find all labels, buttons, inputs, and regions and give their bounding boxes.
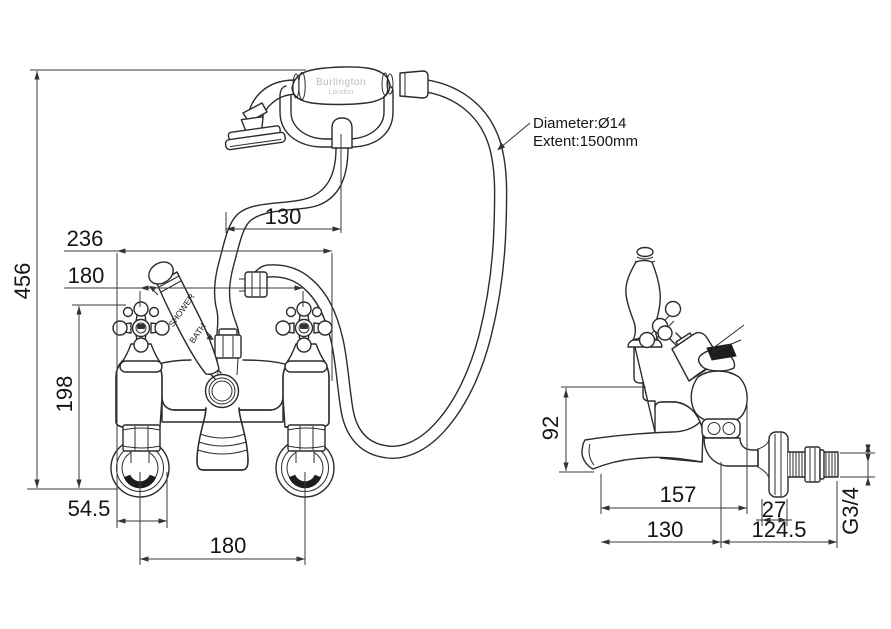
handle-skirt-right <box>284 343 328 373</box>
wall-flange-side <box>757 431 789 498</box>
dim-spout-reach: 157 <box>600 398 748 514</box>
dim-text-157: 157 <box>660 482 697 507</box>
hose-note-diameter: Diameter:Ø14 <box>533 115 626 132</box>
brand-city-label: London <box>328 87 353 96</box>
dim-text-g34: G3/4 <box>838 487 863 535</box>
dim-text-54-5: 54.5 <box>68 496 111 521</box>
handle-skirt-left <box>119 343 163 373</box>
dim-thread-size: G3/4 <box>838 443 875 535</box>
diverter-lever: SHOWER BATH <box>148 261 222 380</box>
dim-text-236: 236 <box>67 226 104 251</box>
dim-text-198: 198 <box>52 376 77 413</box>
union-hex-nut-left <box>122 424 161 452</box>
spray-face <box>224 115 287 151</box>
cartridge-hatch <box>706 343 737 361</box>
hose-fitting <box>239 271 268 298</box>
dim-inlet-centres: 180 <box>139 472 306 565</box>
dim-text-130-side: 130 <box>647 517 684 542</box>
handset-head <box>224 79 299 151</box>
brand-label: Burlington <box>316 77 366 88</box>
handset-grip: Burlington London <box>291 66 394 106</box>
cradle-stem-mount <box>331 117 353 149</box>
dim-spout-drop: 92 <box>538 386 646 473</box>
front-view: Burlington London <box>110 66 508 498</box>
dimensions-front: 456 198 236 180 <box>10 69 342 565</box>
dimensions-side: 92 157 27 130 <box>538 386 875 548</box>
shower-hose <box>249 70 508 459</box>
threaded-tail <box>787 446 839 483</box>
cross-handle-right <box>275 301 333 353</box>
side-view <box>581 246 839 498</box>
diverter-boss <box>204 373 240 409</box>
dim-text-27: 27 <box>762 497 786 522</box>
union-hex-nut-right <box>287 424 326 452</box>
hose-note-extent: Extent:1500mm <box>533 133 638 150</box>
dim-body-width: 236 <box>64 226 333 528</box>
dim-text-456: 456 <box>10 263 35 300</box>
handle-indicator-right <box>300 324 308 329</box>
riser-tube <box>213 147 349 376</box>
flange-disc <box>768 431 789 498</box>
lever-side <box>625 246 663 348</box>
diverter-cartridge-side <box>671 324 745 382</box>
dim-text-130-front: 130 <box>265 204 302 229</box>
leader-arrow-icon <box>497 142 505 151</box>
riser-hex-union <box>214 334 242 359</box>
dim-flange-neck: 27 <box>756 497 792 526</box>
washer <box>819 449 825 480</box>
dim-body-height: 198 <box>52 304 126 488</box>
handle-indicator-left <box>137 324 145 329</box>
lever-arrow-down-icon <box>206 334 214 340</box>
cross-handle-side <box>638 300 687 350</box>
bath-spout-front <box>196 407 249 471</box>
hose-connector <box>399 70 429 99</box>
dim-text-180-lower: 180 <box>210 533 247 558</box>
cartridge-leader <box>711 324 745 353</box>
dim-text-180-upper: 180 <box>68 263 105 288</box>
lever-knob <box>148 261 174 285</box>
body-dome <box>690 370 748 421</box>
dim-text-92: 92 <box>538 416 563 440</box>
dim-text-124-5: 124.5 <box>751 517 806 542</box>
spout-side <box>581 421 704 470</box>
dim-flange-offset: 54.5 <box>68 472 168 528</box>
dim-projection-chain: 130 124.5 <box>601 462 838 548</box>
hose-annotation: Diameter:Ø14 Extent:1500mm <box>497 115 638 151</box>
dim-cradle-offset: 130 <box>225 134 342 233</box>
locknut <box>804 446 821 483</box>
dim-overall-height: 456 <box>10 69 306 490</box>
wall-union-left <box>110 424 170 498</box>
dim-handle-centres: 180 <box>64 263 304 307</box>
